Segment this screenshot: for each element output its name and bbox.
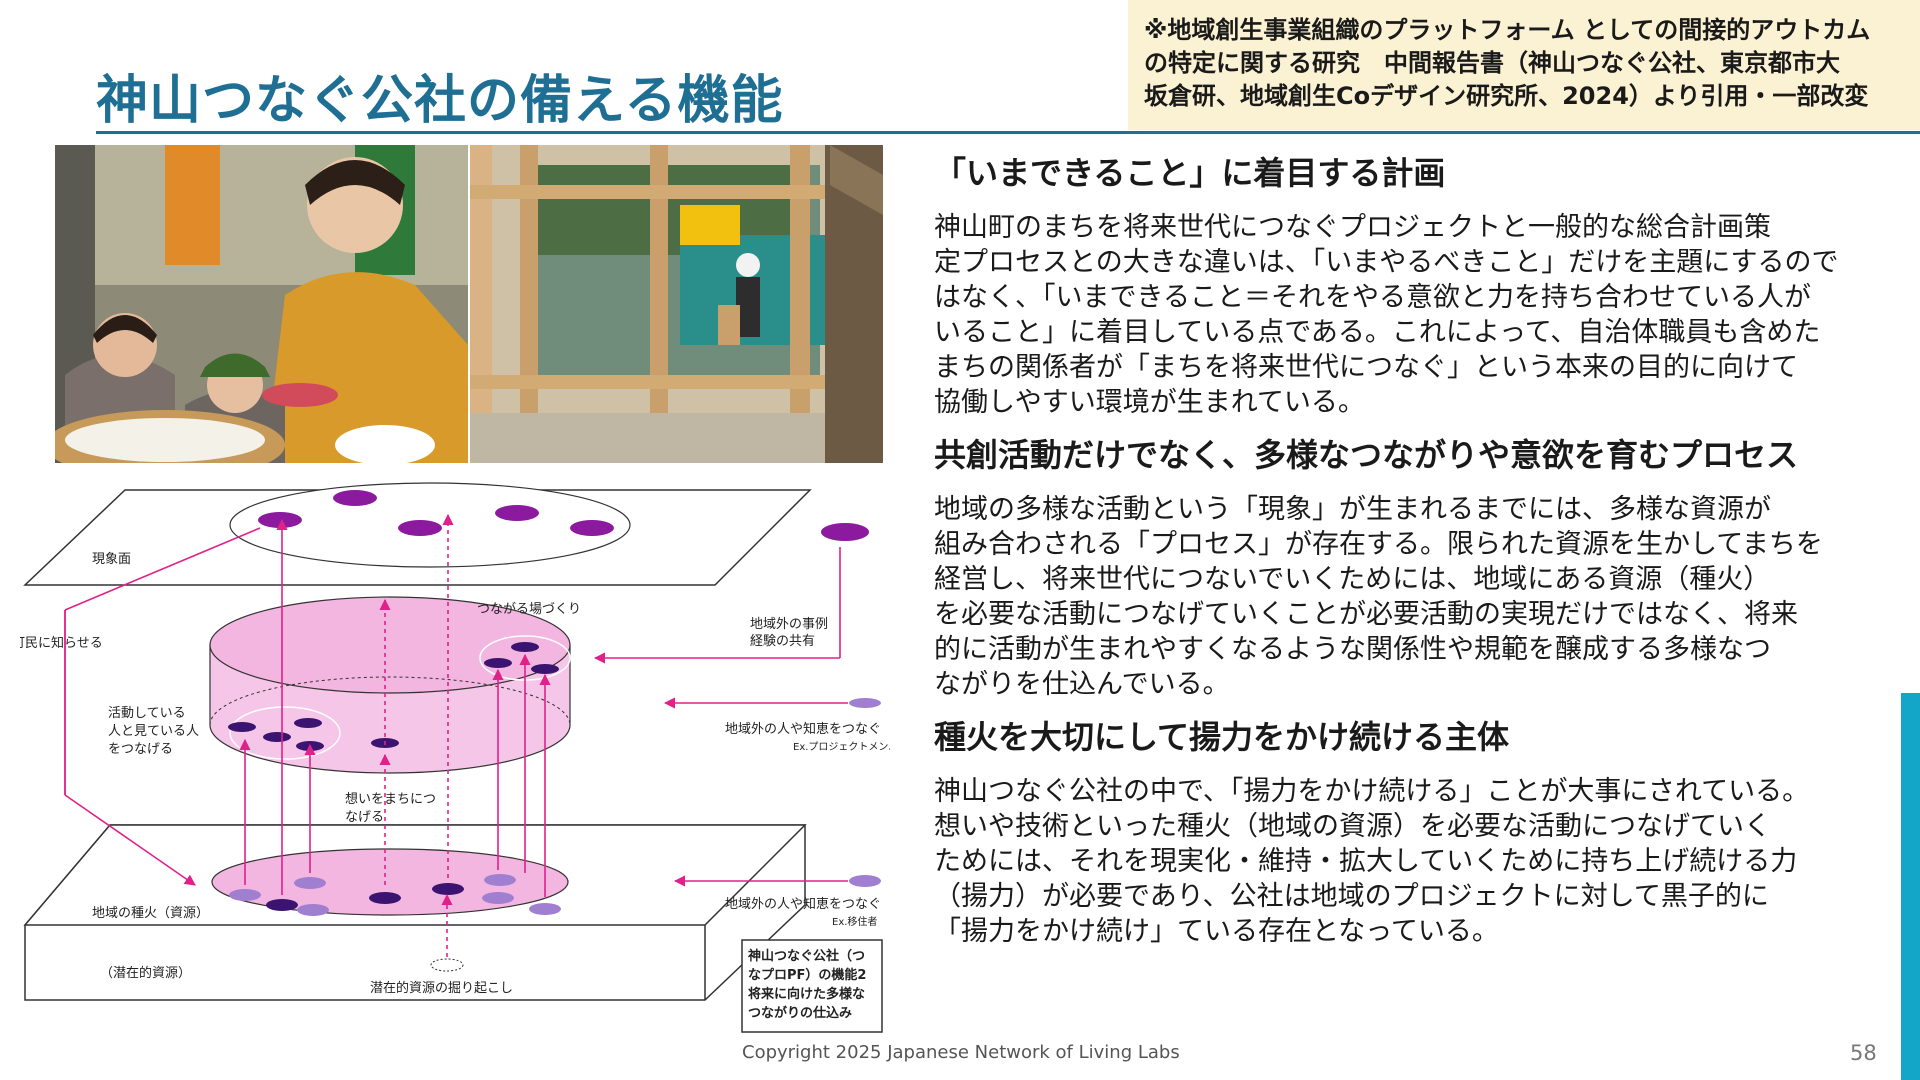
citation-line: の特定に関する研究 中間報告書（神山つなぐ公社、東京都市大 [1144, 49, 1840, 77]
section-body: 地域の多様な活動という「現象」が生まれるまでには、多様な資源が 組み合わされる「… [934, 492, 1823, 702]
label-outside-knowledge-2-ex: Ex.移住者 [832, 915, 877, 928]
body-line: いること」に着目している点である。これによって、自治体職員も含めた [934, 317, 1821, 348]
label-connected-place: つながる場づくり [477, 602, 581, 617]
section-heading: 共創活動だけでなく、多様なつながりや意欲を育むプロセス [934, 436, 1799, 474]
accent-bar [1901, 693, 1920, 1080]
citation-line: ※地域創生事業組織のプラットフォーム としての間接的アウトカム [1144, 16, 1871, 44]
body-line: 的に活動が生まれやすくなるような関係性や規範を醸成する多様なつ [934, 634, 1771, 665]
caption-box [741, 939, 883, 1033]
label-latent: （潜在的資源） [100, 965, 191, 981]
text-column: 「いまできること」に着目する計画 神山町のまちを将来世代につなぐプロジェクトと一… [934, 148, 1839, 949]
label-outside-knowledge: 地域外の人や知恵をつなぐ [725, 721, 881, 737]
page-title: 神山つなぐ公社の備える機能 [96, 71, 784, 131]
caption-line: つながりの仕込み [748, 1005, 852, 1021]
section-body: 神山町のまちを将来世代につなぐプロジェクトと一般的な総合計画策 定プロセスとの大… [934, 210, 1839, 420]
label-thoughts-2: なげる [345, 810, 384, 825]
body-line: を必要な活動につなげていくことが必要活動の実現だけではなく、将来 [934, 599, 1798, 630]
body-line: 協働しやすい環境が生まれている。 [934, 387, 1365, 418]
citation-box: ※地域創生事業組織のプラットフォーム としての間接的アウトカム の特定に関する研… [1128, 0, 1920, 130]
label-active-people-3: をつなげる [108, 742, 173, 757]
label-phenomenon-plane: 現象面 [92, 552, 131, 567]
label-outside-cases-2: 経験の共有 [750, 634, 815, 649]
label-thoughts-1: 想いをまちにつ [345, 791, 436, 807]
title-divider [96, 131, 1920, 134]
photo-construction-site [470, 145, 883, 463]
body-line: 経営し、将来世代につないでいくためには、地域にある資源（種火） [934, 564, 1771, 595]
caption-line: 神山つなぐ公社（つ [748, 948, 865, 964]
label-seeds: 地域の種火（資源） [92, 905, 209, 921]
section-heading: 種火を大切にして揚力をかけ続ける主体 [934, 718, 1510, 756]
label-notify-residents: 町民に知らせる [20, 635, 103, 651]
label-outside-knowledge-2: 地域外の人や知恵をつなぐ [725, 896, 881, 912]
section-heading: 「いまできること」に着目する計画 [934, 154, 1446, 192]
label-active-people-2: 人と見ている人 [108, 724, 199, 739]
body-line: （揚力）が必要であり、公社は地域のプロジェクトに対して黒子的に [934, 881, 1769, 912]
body-line: ながりを仕込んでいる。 [934, 669, 1230, 700]
caption-line: 将来に向けた多様な [748, 986, 865, 1002]
body-line: 想いや技術といった種火（地域の資源）を必要な活動につなげていく [934, 811, 1771, 842]
body-line: まちの関係者が「まちを将来世代につなぐ」という本来の目的に向けて [934, 352, 1798, 383]
copyright-footer: Copyright 2025 Japanese Network of Livin… [742, 1042, 1180, 1063]
body-line: ためには、それを現実化・維持・拡大していくために持ち上げ続ける力 [934, 846, 1798, 877]
body-line: 神山つなぐ公社の中で、「揚力をかけ続ける」ことが大事にされている。 [934, 776, 1810, 807]
page-number: 58 [1850, 1041, 1877, 1065]
body-line: 組み合わされる「プロセス」が存在する。限られた資源を生かしてまちを [934, 529, 1823, 560]
photo-children-eating [55, 145, 468, 463]
label-active-people-1: 活動している [108, 706, 186, 721]
body-line: 神山町のまちを将来世代につなぐプロジェクトと一般的な総合計画策 [934, 212, 1771, 243]
body-line: 「揚力をかけ続け」ている存在となっている。 [934, 916, 1499, 947]
label-outside-cases-1: 地域外の事例 [750, 617, 828, 632]
label-dig-up: 潜在的資源の掘り起こし [370, 980, 513, 996]
label-outside-knowledge-ex: Ex.プロジェクトメンバ [793, 741, 890, 753]
citation-line: 坂倉研、地域創生Coデザイン研究所、2024）より引用・一部改変 [1144, 82, 1869, 110]
body-line: はなく、「いまできること＝それをやる意欲と力を持ち合わせている人が [934, 282, 1811, 313]
caption-line: なプロPF）の機能2 [748, 967, 866, 983]
section-body: 神山つなぐ公社の中で、「揚力をかけ続ける」ことが大事にされている。 想いや技術と… [934, 774, 1814, 949]
body-line: 定プロセスとの大きな違いは、「いまやるべきこと」だけを主題にするので [934, 247, 1839, 278]
body-line: 地域の多様な活動という「現象」が生まれるまでには、多様な資源が [934, 494, 1771, 525]
connection-diagram: 現象面 [12, 465, 898, 1044]
